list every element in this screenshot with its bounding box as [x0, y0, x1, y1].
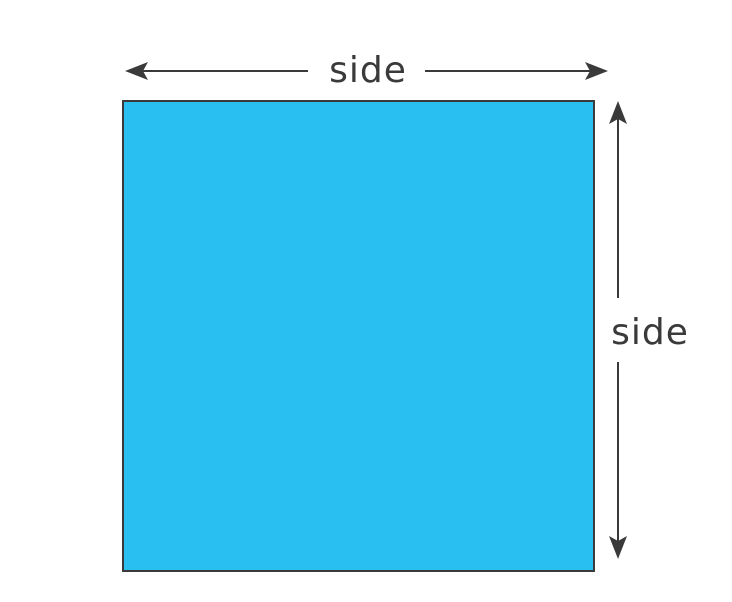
down-arrowhead-icon: [609, 536, 627, 559]
square-shape: [122, 100, 595, 572]
top-side-label: side: [329, 50, 407, 91]
right-arrowhead-icon: [585, 62, 608, 80]
left-arrowhead-icon: [125, 62, 148, 80]
top-dimension: side: [125, 50, 608, 91]
up-arrowhead-icon: [609, 101, 627, 124]
right-side-label: side: [611, 312, 689, 353]
right-dimension: side: [609, 101, 689, 559]
